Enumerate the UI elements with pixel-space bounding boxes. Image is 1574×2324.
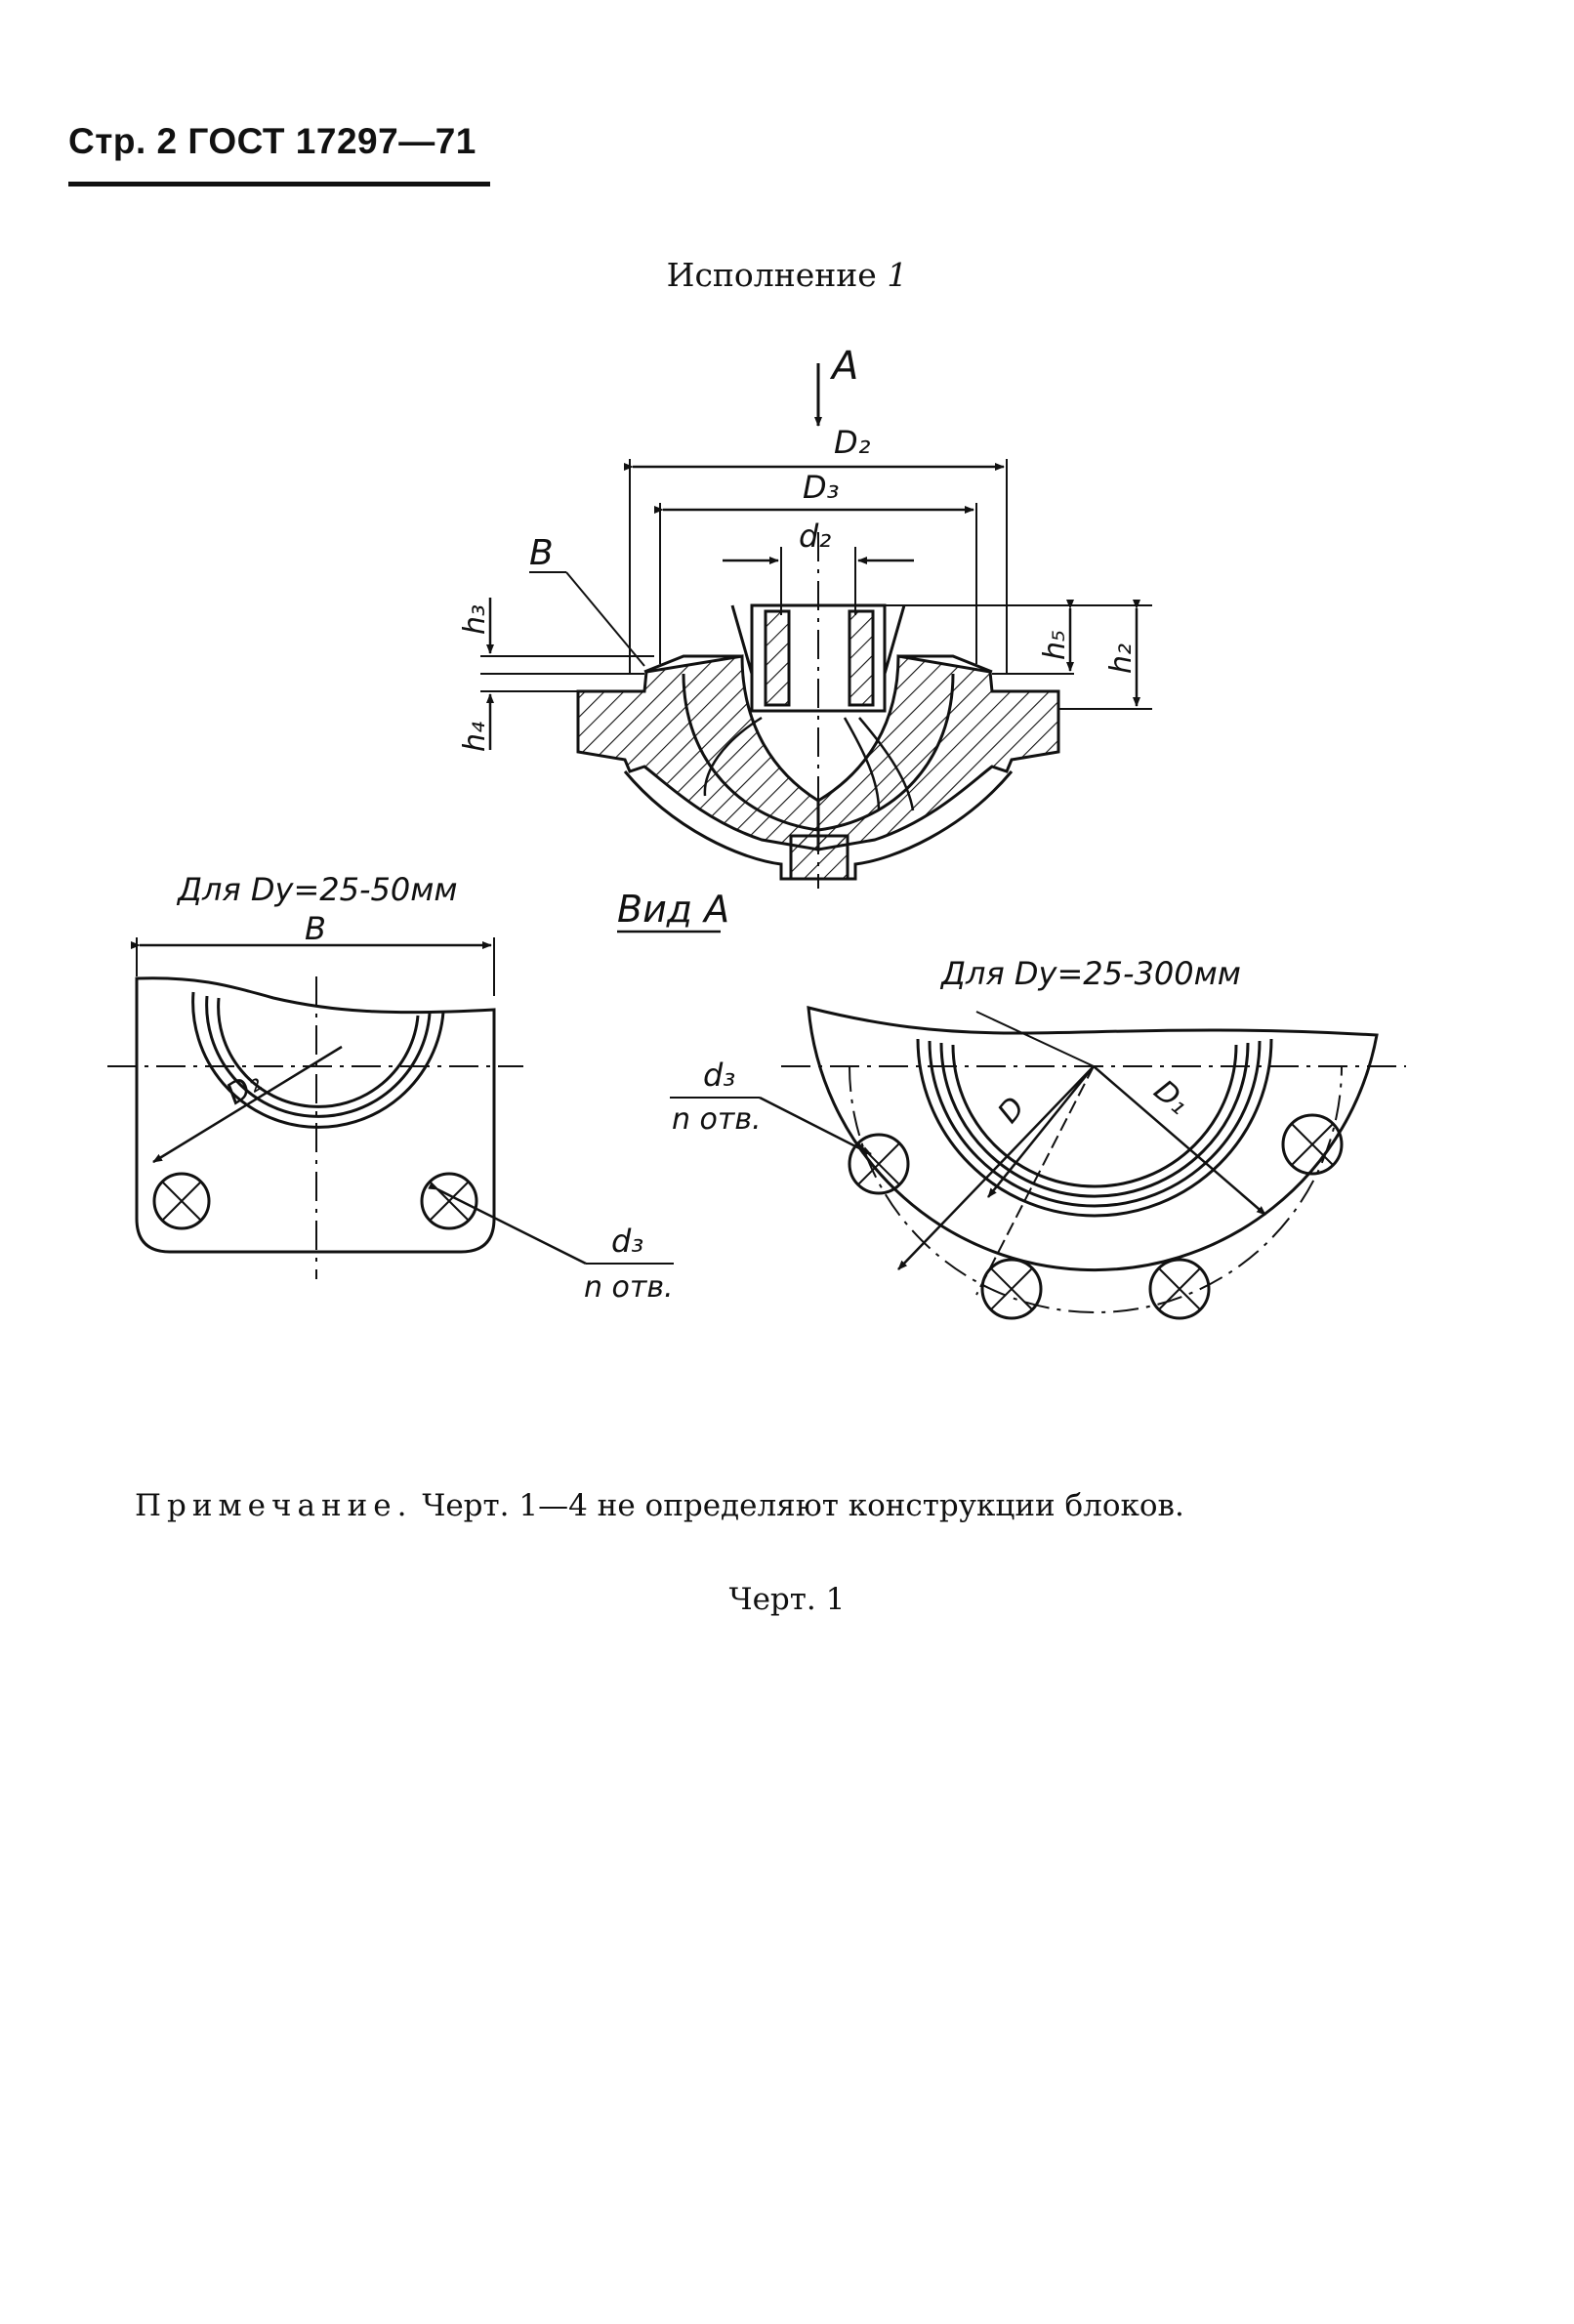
left-hole-1 xyxy=(152,1172,211,1230)
right-hole-2 xyxy=(980,1258,1043,1320)
left-view-outline xyxy=(135,976,496,1254)
note-prefix: Примечание. xyxy=(135,1488,413,1523)
section-view: A D₂ D₃ xyxy=(458,344,1152,889)
arrow-label-a: A xyxy=(829,344,858,389)
label-d: D xyxy=(991,1091,1032,1130)
label-d3: D₃ xyxy=(803,469,839,506)
right-hole-3 xyxy=(1148,1258,1211,1320)
b-leader xyxy=(565,571,645,667)
flow-line-1 xyxy=(703,716,763,797)
left-hole-2 xyxy=(420,1172,478,1230)
right-hole-1 xyxy=(848,1133,910,1195)
left-arc-2 xyxy=(205,995,432,1118)
bolt-circle xyxy=(849,1065,1343,1313)
label-h3: h₃ xyxy=(458,604,492,635)
variant-prefix: Исполнение xyxy=(666,256,877,294)
left-view-caption: Для Dy=25-50мм xyxy=(176,871,458,908)
right-n-label: n отв. xyxy=(672,1102,762,1137)
right-flange-outline xyxy=(807,1006,1379,1272)
label-b-section: B xyxy=(529,533,554,573)
dim-d1-line xyxy=(1093,1065,1266,1216)
bushing-chamfer-right xyxy=(883,604,906,675)
flow-line-3 xyxy=(843,717,881,811)
left-plan-view: Для Dy=25-50мм B D₂ d₃ n отв. xyxy=(107,871,674,1305)
note-text: Черт. 1—4 не определяют конструкции блок… xyxy=(412,1488,1184,1523)
variant-title: Исполнение 1 xyxy=(0,256,1574,294)
flange-right-rim xyxy=(898,654,993,674)
left-d3-label: d₃ xyxy=(611,1223,643,1260)
label-d1: D₁ xyxy=(1147,1073,1195,1121)
bottom-plug xyxy=(789,834,849,881)
bushing-chamfer-left xyxy=(730,604,754,675)
view-a-title: Вид А xyxy=(617,888,729,931)
spherical-cavity xyxy=(682,673,955,832)
flow-line-2 xyxy=(858,717,915,811)
bushing-wall-left xyxy=(764,609,791,707)
right-d3-label: d₃ xyxy=(703,1057,735,1094)
bore-arc-3 xyxy=(939,1042,1250,1198)
right-view-caption: Для Dy=25-300мм xyxy=(939,955,1241,992)
bushing-wall-right xyxy=(848,609,875,707)
left-arc-1 xyxy=(191,991,445,1129)
right-hole-4 xyxy=(1281,1113,1344,1176)
right-d3-leader xyxy=(759,1096,872,1156)
bolt-diam-left xyxy=(897,1065,1095,1270)
variant-number: 1 xyxy=(887,256,908,294)
label-h4: h₄ xyxy=(458,722,492,752)
label-small-d2: d₂ xyxy=(799,518,831,555)
page-header: Стр. 2 ГОСТ 17297—71 xyxy=(68,121,476,161)
bore-arc-1 xyxy=(916,1038,1273,1218)
left-view-width-label: B xyxy=(305,910,326,947)
left-d2-diameter xyxy=(152,1045,343,1164)
dim-d-line xyxy=(987,1065,1095,1198)
bore-arc-2 xyxy=(928,1040,1262,1208)
bore-arc-4 xyxy=(951,1044,1238,1188)
left-n-label: n отв. xyxy=(584,1270,674,1305)
label-h2: h₂ xyxy=(1104,643,1139,674)
left-arc-3 xyxy=(217,997,420,1108)
figure-label: Черт. 1 xyxy=(728,1582,846,1617)
header-rule xyxy=(68,182,490,187)
bushing-outer xyxy=(750,603,887,713)
note: Примечание. Черт. 1—4 не определяют конс… xyxy=(135,1488,1184,1523)
flange-left-rim xyxy=(643,654,742,674)
label-d2: D₂ xyxy=(834,424,871,461)
left-d3-leader xyxy=(428,1182,587,1266)
label-h5: h₅ xyxy=(1038,630,1072,660)
right-plan-view: Для Dy=25-300мм D D₁ d₃ n отв. xyxy=(670,955,1406,1320)
